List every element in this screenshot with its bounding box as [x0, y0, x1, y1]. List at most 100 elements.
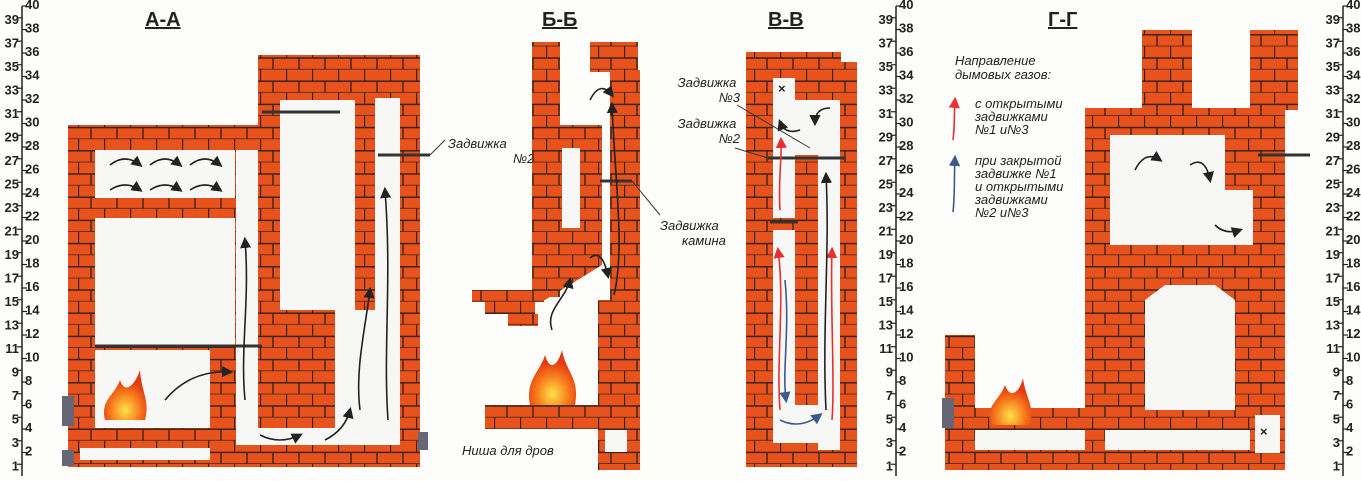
section-title-b-b: Б-Б [542, 9, 577, 31]
label-damper-2-aa: Задвижка №2 [448, 136, 535, 166]
scale-label: 34 [1346, 68, 1361, 83]
scale-label: 39 [1326, 12, 1340, 27]
scale-label: 32 [899, 91, 913, 106]
height-scale-left: 1357911131517192123252729313335373924681… [5, 0, 40, 476]
scale-label: 26 [1346, 162, 1360, 177]
scale-label: 32 [1346, 91, 1360, 106]
scale-label: 16 [1346, 279, 1360, 294]
scale-label: 6 [899, 397, 906, 412]
scale-label: 13 [879, 317, 893, 332]
scale-label: 4 [1346, 420, 1354, 435]
scale-label: 18 [25, 256, 39, 271]
scale-label: 33 [879, 82, 893, 97]
scale-label: 28 [25, 138, 39, 153]
legend-red-text: с открытыми задвижками №1 и№3 [974, 96, 1066, 137]
scale-label: 22 [1346, 209, 1360, 224]
scale-label: 24 [25, 185, 40, 200]
scale-label: 12 [899, 326, 913, 341]
section-a-a: А-А Задвижка №2 [62, 9, 535, 467]
scale-label: 18 [1346, 256, 1360, 271]
scale-label: 3 [886, 435, 893, 450]
scale-label: 17 [1326, 270, 1340, 285]
scale-label: 36 [1346, 44, 1360, 59]
scale-label: 36 [25, 44, 39, 59]
damper-closed-mark-icon: × [1260, 424, 1268, 439]
scale-label: 38 [899, 21, 913, 36]
scale-label: 12 [25, 326, 39, 341]
scale-label: 25 [1326, 176, 1340, 191]
scale-label: 16 [25, 279, 39, 294]
label-wood-niche: Ниша для дров [462, 443, 554, 458]
scale-label: 2 [1346, 444, 1353, 459]
scale-label: 29 [1326, 129, 1340, 144]
scale-label: 3 [12, 435, 19, 450]
scale-label: 4 [899, 420, 907, 435]
scale-label: 19 [1326, 247, 1340, 262]
label-damper-3: Задвижка №3 [678, 75, 741, 105]
scale-label: 32 [25, 91, 39, 106]
scale-label: 5 [886, 411, 893, 426]
scale-label: 24 [1346, 185, 1361, 200]
scale-label: 12 [1346, 326, 1360, 341]
scale-label: 1 [1333, 458, 1340, 473]
label-fireplace-damper: Задвижка камина [660, 218, 726, 248]
scale-label: 31 [5, 106, 19, 121]
scale-label: 30 [25, 115, 39, 130]
cleanout-door-icon [418, 432, 428, 450]
scale-label: 20 [25, 232, 39, 247]
scale-label: 20 [1346, 232, 1360, 247]
scale-label: 23 [5, 200, 19, 215]
scale-label: 15 [5, 294, 19, 309]
scale-label: 4 [25, 420, 33, 435]
firebox-door-icon [62, 396, 74, 426]
ash-door-icon [62, 450, 74, 466]
scale-label: 19 [5, 247, 19, 262]
scale-label: 20 [899, 232, 913, 247]
scale-label: 5 [12, 411, 19, 426]
scale-label: 17 [879, 270, 893, 285]
scale-label: 35 [879, 59, 893, 74]
scale-label: 7 [886, 388, 893, 403]
scale-label: 11 [879, 341, 893, 356]
section-title-a-a: А-А [145, 9, 181, 31]
section-b-b: Б-Б Задвижка камина Ниша для дров [462, 9, 726, 470]
scale-label: 39 [5, 12, 19, 27]
height-scale-middle: 1357911131517192123252729313335373924681… [879, 0, 914, 476]
scale-label: 7 [12, 388, 19, 403]
scale-label: 36 [899, 44, 913, 59]
scale-label: 9 [886, 364, 893, 379]
legend-blue-text: при закрытой задвижке №1 и открытыми зад… [974, 153, 1067, 220]
scale-label: 8 [1346, 373, 1353, 388]
scale-label: 35 [1326, 59, 1340, 74]
scale-label: 31 [879, 106, 893, 121]
scale-label: 26 [899, 162, 913, 177]
scale-label: 29 [879, 129, 893, 144]
section-g-g: Г-Г × [942, 9, 1310, 470]
scale-label: 21 [1326, 223, 1340, 238]
scale-label: 28 [1346, 138, 1360, 153]
scale-label: 40 [1346, 0, 1360, 12]
scale-label: 9 [12, 364, 19, 379]
scale-label: 8 [899, 373, 906, 388]
scale-label: 21 [879, 223, 893, 238]
scale-label: 10 [25, 350, 39, 365]
scale-label: 16 [899, 279, 913, 294]
legend-blue-arrow-icon [948, 154, 961, 213]
scale-label: 1 [886, 458, 893, 473]
scale-label: 17 [5, 270, 19, 285]
scale-label: 25 [5, 176, 19, 191]
scale-label: 2 [25, 444, 32, 459]
legend-red-arrow-icon [948, 96, 960, 141]
scale-label: 31 [1326, 106, 1340, 121]
scale-label: 15 [1326, 294, 1340, 309]
scale-label: 7 [1333, 388, 1340, 403]
scale-label: 40 [25, 0, 39, 12]
scale-label: 25 [879, 176, 893, 191]
scale-label: 26 [25, 162, 39, 177]
firebox-door-icon [942, 398, 954, 428]
scale-label: 27 [1326, 153, 1340, 168]
scale-label: 38 [1346, 21, 1360, 36]
scale-label: 40 [899, 0, 913, 12]
scale-label: 9 [1333, 364, 1340, 379]
